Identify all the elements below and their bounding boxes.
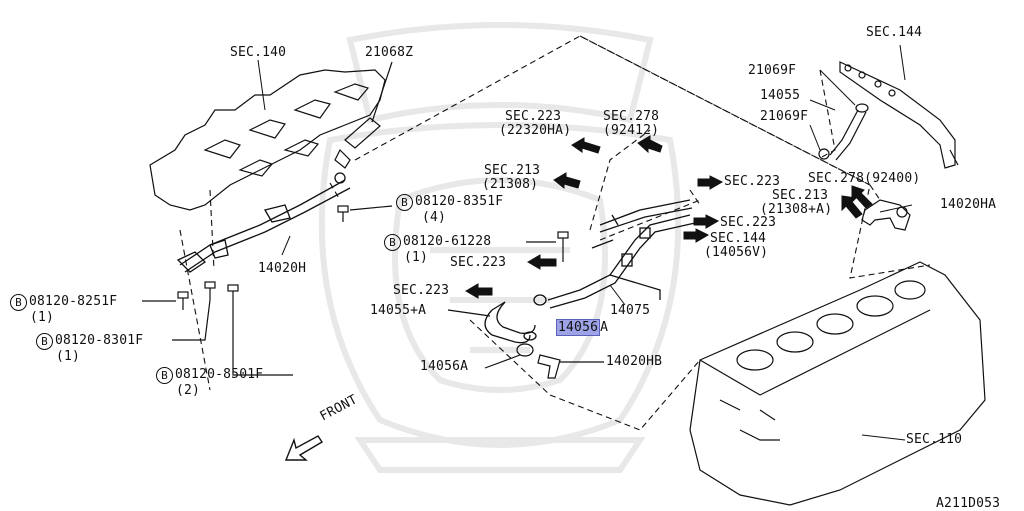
label-21308: (21308): [482, 177, 539, 192]
label-21308a: (21308+A): [760, 202, 833, 217]
label-sec223-a-title: SEC.223: [505, 109, 562, 124]
label-sec144-b-title: SEC.144: [710, 231, 767, 246]
arrow-sec144: [683, 228, 710, 243]
label-sec278-b: SEC.278(92400): [808, 171, 921, 186]
label-8301f-qty: (1): [56, 349, 81, 364]
label-92412: (92412): [603, 123, 660, 138]
bolt-8301f: [172, 281, 216, 341]
hose-14055a: [447, 294, 547, 344]
label-14056a: 14056A: [420, 359, 469, 374]
injector-21068z: [334, 61, 393, 169]
leader-lines: [257, 44, 913, 441]
label-sec278-a: SEC.278 (92412): [603, 110, 659, 138]
drawing-number: A211D053: [936, 496, 1001, 511]
label-sec213-b: SEC.213 (21308+A): [760, 189, 832, 217]
label-22320ha: (22320HA): [499, 123, 572, 138]
front-arrow: [284, 435, 323, 461]
arrow-sec213-a: [553, 172, 581, 190]
label-8251f-number: 08120-8251F: [29, 294, 118, 309]
label-8301f-number: 08120-8301F: [55, 333, 144, 348]
label-sec223-c: SEC.223: [720, 215, 777, 230]
label-sec213-a: SEC.213 (21308): [482, 164, 540, 192]
arrow-sec223-a: [571, 137, 601, 154]
label-21069f-a: 21069F: [748, 63, 797, 78]
label-8351f-number: 08120-8351F: [415, 194, 504, 209]
label-14020h: 14020H: [258, 261, 307, 276]
bolt-symbol-b: B: [36, 333, 53, 350]
bolt-symbol-b: B: [396, 194, 413, 211]
label-8251f-qty: (1): [30, 310, 55, 325]
label-21068z: 21068Z: [365, 45, 414, 60]
hose-14055: [818, 103, 869, 161]
label-14020hb: 14020HB: [606, 354, 663, 369]
bolt-symbol-b: B: [384, 234, 401, 251]
label-sec213-a-title: SEC.213: [484, 163, 541, 178]
arrow-sec223-d: [527, 254, 557, 270]
label-sec144-top: SEC.144: [866, 25, 923, 40]
arrow-sec223-b: [697, 175, 724, 190]
label-14055a: 14055+A: [370, 303, 427, 318]
label-sec223-b: SEC.223: [724, 174, 781, 189]
label-8351f-qty: (4): [422, 210, 447, 225]
arrows: [465, 135, 873, 299]
label-14056v: (14056V): [704, 245, 769, 260]
label-sec213-b-title: SEC.213: [772, 188, 829, 203]
label-21069f-b: 21069F: [760, 109, 809, 124]
water-tube-14075: [547, 199, 696, 309]
dashed-outline: [179, 35, 931, 431]
bolt-8251f: [142, 291, 189, 310]
label-sec278-a-title: SEC.278: [603, 109, 660, 124]
bolt-8351f: [337, 205, 393, 222]
label-sec110: SEC.110: [906, 432, 963, 447]
bolt-symbol-b: B: [10, 294, 27, 311]
arrow-sec223-c: [693, 214, 720, 229]
bolt-8501f: [227, 284, 293, 376]
fitting-14020ha: [861, 199, 911, 231]
arrow-sec278-a: [637, 135, 663, 154]
label-8501f-number: 08120-8501F: [175, 367, 264, 382]
label-61228-number: 08120-61228: [403, 234, 492, 249]
bolt-61228: [526, 231, 569, 262]
label-14075: 14075: [610, 303, 651, 318]
label-sec140: SEC.140: [230, 45, 287, 60]
elbow-14020hb: [537, 354, 604, 379]
label-14020ha: 14020HA: [940, 197, 997, 212]
arrow-sec223-e: [465, 283, 493, 299]
highlight-part-14056: 14056: [556, 319, 601, 336]
label-sec223-e: SEC.223: [393, 283, 450, 298]
label-61228-qty: (1): [404, 250, 429, 265]
intake-manifold: [149, 69, 386, 211]
bolt-symbol-b: B: [156, 367, 173, 384]
label-14055: 14055: [760, 88, 801, 103]
label-sec144-b: SEC.144 (14056V): [704, 231, 768, 260]
arrow-sec213-b: [841, 195, 863, 219]
label-sec223-d: SEC.223: [450, 255, 507, 270]
clamp-14056a: [484, 343, 534, 369]
label-sec223-a: SEC.223 (22320HA): [499, 110, 571, 138]
label-14056a-suffix: A: [600, 320, 609, 335]
cylinder-block: [689, 261, 986, 506]
bracket-sec144: [839, 61, 959, 169]
label-8501f-qty: (2): [176, 383, 201, 398]
fuel-tube-14020h: [176, 172, 351, 273]
watermark-emblem: [318, 22, 682, 473]
